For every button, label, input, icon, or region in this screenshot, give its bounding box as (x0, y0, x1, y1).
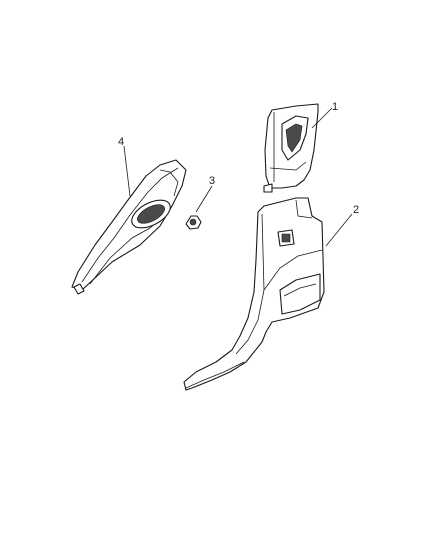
leader-line-4 (123, 145, 131, 197)
callout-3: 3 (209, 175, 215, 187)
leader-line-3 (195, 185, 213, 213)
part-2-lower-quarter-trim (183, 197, 325, 391)
part-4-pillar-trim (71, 159, 187, 295)
callout-1: 1 (332, 101, 338, 113)
callout-4: 4 (118, 136, 124, 148)
leader-line-1 (311, 107, 333, 129)
part-3-fastener-clip (185, 215, 202, 230)
leader-line-2 (325, 213, 353, 247)
callout-2: 2 (353, 204, 359, 216)
part-1-upper-quarter-trim (263, 103, 319, 193)
